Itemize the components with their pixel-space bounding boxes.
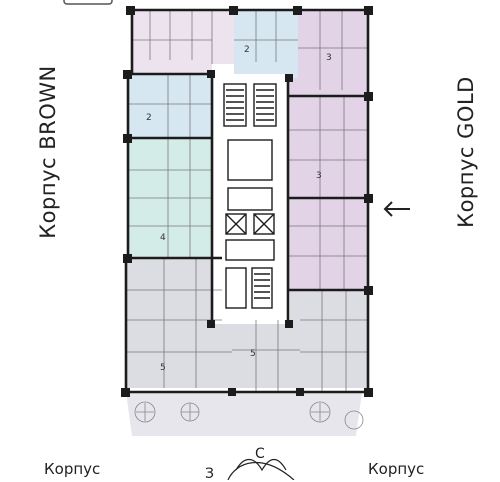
room-count-left-teal: 4 <box>160 233 166 243</box>
balcony-shade <box>126 392 362 436</box>
core-structure <box>223 83 277 309</box>
building-label-brown: Корпус BROWN <box>36 65 60 239</box>
structural-columns <box>121 6 373 397</box>
apartment-right-upper <box>288 96 368 198</box>
apartment-bottom-left <box>126 258 232 388</box>
compass-icon <box>227 458 295 480</box>
room-count-top-right: 3 <box>326 53 332 63</box>
apartment-top-center <box>234 10 298 78</box>
compass-west-label: З <box>205 466 214 482</box>
building-label-bottom-left: Корпус <box>44 460 101 478</box>
arrow-left-icon <box>383 201 410 217</box>
room-count-right-upper: 3 <box>316 171 322 181</box>
balcony-planters <box>134 401 364 430</box>
apartment-top-left <box>132 10 234 74</box>
building-label-bottom-right: Корпус <box>368 460 425 478</box>
compass-north-label: С <box>255 446 265 462</box>
room-count-labels: 2 3 2 4 3 5 5 <box>146 45 332 373</box>
apartment-right-lower <box>288 198 368 290</box>
apartment-bottom-center <box>232 320 300 392</box>
apartment-bottom-right <box>290 290 368 392</box>
apartment-left-blue <box>128 74 212 138</box>
legend-frame <box>63 0 113 5</box>
room-count-top-center: 2 <box>244 45 250 55</box>
apartment-zones <box>126 10 368 392</box>
room-count-bottom-left: 5 <box>160 363 166 373</box>
interior-walls <box>126 10 368 392</box>
room-count-left-blue: 2 <box>146 113 152 123</box>
apartment-top-right <box>288 10 368 96</box>
room-count-bottom-center: 5 <box>250 349 256 359</box>
building-label-gold: Корпус GOLD <box>454 76 478 228</box>
